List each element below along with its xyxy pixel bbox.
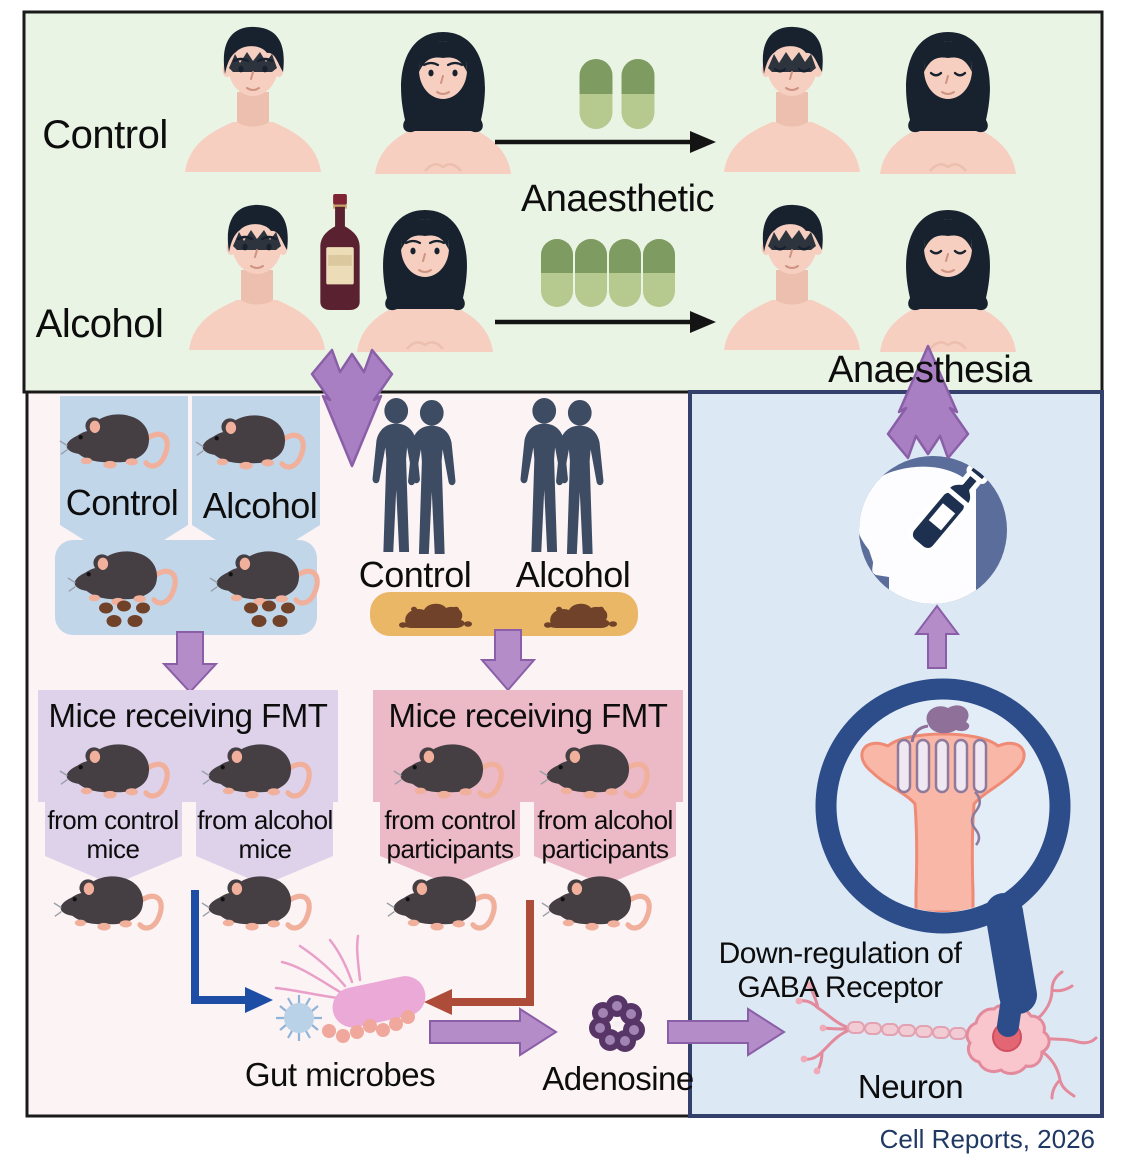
adenosine-molecule-icon [589,995,645,1052]
alcohol-anaesthetic-arrow [495,311,716,333]
pill-icon [621,59,655,129]
fmt-arrow-from-control-mice [45,800,182,885]
humanized-mice-to-microbes-arrow [424,900,534,1015]
axon-icon [847,1021,967,1040]
participant-alcohol-label: Alcohol [515,554,631,595]
pill-icon [541,239,573,307]
downregulation-label-line2: GABA Receptor [737,971,943,1004]
fmt-human-title: Mice receiving FMT [388,697,668,734]
magnifier-handle-tip [997,974,1025,1037]
fmt-arrow-from-control-participants [380,800,520,885]
control-anaesthetic-arrow [495,131,716,153]
neuron-label: Neuron [857,1068,964,1105]
dendrites-icon [1032,970,1098,1100]
fmt-arrow-from-alcohol-participants [534,800,676,885]
magnifier-icon [815,678,1071,1037]
flagella-icon [274,934,362,1000]
participant-control-label: Control [358,554,472,595]
cocci-chain-icon [322,1010,415,1043]
receptor-tail-icon [970,791,981,846]
ligand-icon [926,705,970,734]
pill-icon [643,239,675,307]
from-control-mice-label: from control mice [47,805,179,864]
microbe-sphere-icon [284,1003,314,1033]
fmt-arrow-from-alcohol-mice [196,800,333,885]
gaba-receptor-icon [860,705,1026,912]
anaesthetic-label: Anaesthetic [520,178,715,220]
up-arrow [914,604,960,669]
neuron-icon [795,970,1098,1100]
mouse-alcohol-label: Alcohol [202,485,318,526]
jagged-up-arrow [886,344,970,460]
ligand-tail-icon [910,724,929,743]
head-with-bottle-icon [859,456,1007,604]
from-control-participants-label: from control participants [384,805,516,864]
from-alcohol-participants-label: from alcohol participants [537,805,673,864]
microbe-spikes-icon [276,995,322,1041]
right-arrow [667,1007,786,1057]
down-arrow [161,631,219,694]
gut-microbes-label: Gut microbes [244,1056,436,1093]
pill-icon [575,239,607,307]
right-arrow [429,1007,558,1057]
gut-microbes-icon [274,934,426,1043]
alcohol-group-label: Alcohol [35,302,164,346]
receptor-loops-icon [896,738,988,794]
mice-to-microbes-arrow [191,890,273,1013]
fmt-mice-title: Mice receiving FMT [48,697,328,734]
adenosine-label: Adenosine [542,1060,694,1097]
mouse-control-label: Control [65,482,179,523]
from-alcohol-mice-label: from alcohol mice [197,805,333,864]
down-arrow [479,629,537,692]
control-group-label: Control [42,113,168,157]
anaesthesia-label: Anaesthesia [828,349,1032,391]
pill-icon [609,239,641,307]
jagged-down-arrow [310,348,394,468]
journal-caption: Cell Reports, 2026 [879,1124,1095,1154]
downregulation-label-line1: Down-regulation of [718,937,962,970]
magnifier-ring [815,678,1071,934]
pill-icon [579,59,613,129]
dendrite-terminals-icon [798,984,852,1072]
